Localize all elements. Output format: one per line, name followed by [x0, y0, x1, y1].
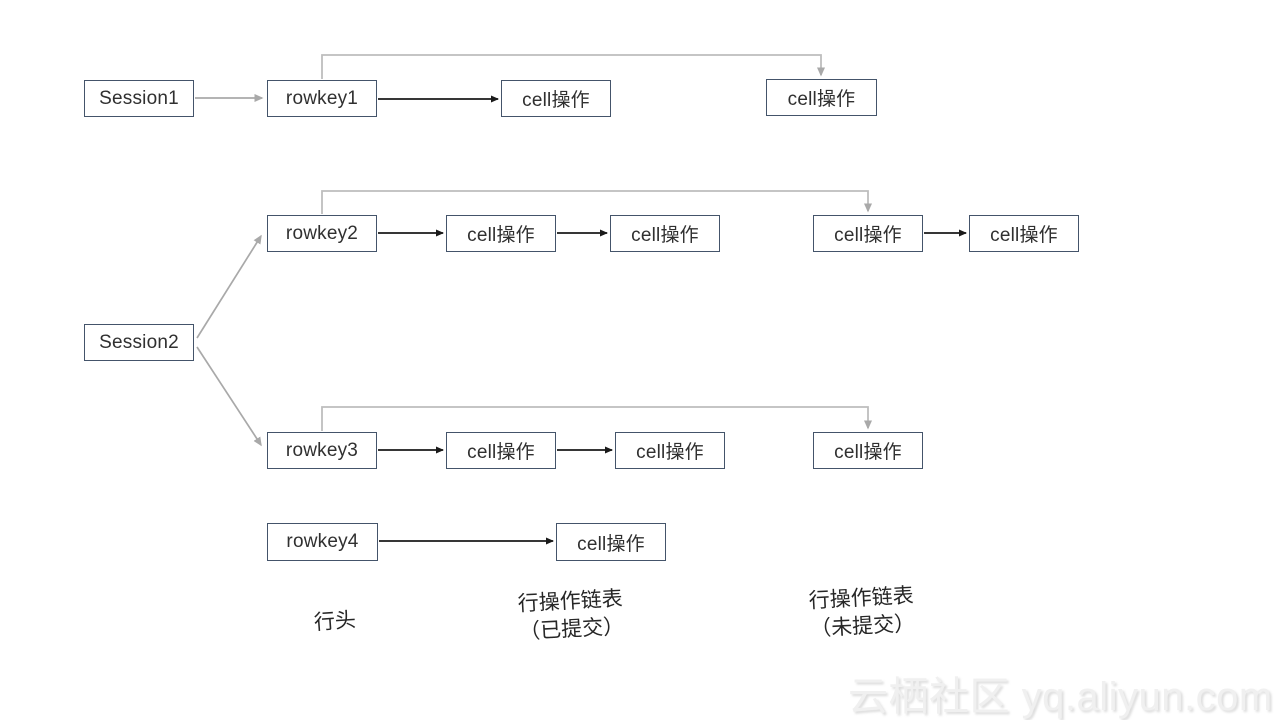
- arrow-session2-to-rowkey3: [196, 346, 262, 447]
- cell-op-box-r2-uncommitted-2: cell操作: [969, 215, 1079, 252]
- session2-box: Session2: [84, 324, 194, 361]
- rowkey4-box: rowkey4: [267, 523, 378, 561]
- arrow-session2-to-rowkey2: [196, 234, 262, 339]
- caption-uncommitted: 行操作链表 （未提交）: [776, 581, 949, 647]
- elbow-rowkey1-to-uncommitted-cell: [321, 54, 825, 79]
- rowkey2-box: rowkey2: [267, 215, 377, 252]
- cell-op-box-r2-committed-1: cell操作: [446, 215, 556, 252]
- elbow-rowkey2-to-uncommitted-cell: [321, 190, 872, 214]
- elbow-rowkey3-to-uncommitted-cell: [321, 406, 872, 431]
- rowkey1-box: rowkey1: [267, 80, 377, 117]
- cell-op-box-r1-uncommitted: cell操作: [766, 79, 877, 116]
- cell-op-box-r1-committed: cell操作: [501, 80, 611, 117]
- cell-op-box-r3-uncommitted: cell操作: [813, 432, 923, 469]
- session1-box: Session1: [84, 80, 194, 117]
- cell-op-box-r2-uncommitted-1: cell操作: [813, 215, 923, 252]
- cell-op-box-r3-committed-1: cell操作: [446, 432, 556, 469]
- cell-op-box-r2-committed-2: cell操作: [610, 215, 720, 252]
- cell-op-box-r4: cell操作: [556, 523, 666, 561]
- watermark-yunqi-community: 云栖社区 yq.aliyun.com: [848, 675, 1273, 719]
- caption-committed: 行操作链表 （已提交）: [485, 584, 658, 650]
- rowkey3-box: rowkey3: [267, 432, 377, 469]
- cell-op-box-r3-committed-2: cell操作: [615, 432, 725, 469]
